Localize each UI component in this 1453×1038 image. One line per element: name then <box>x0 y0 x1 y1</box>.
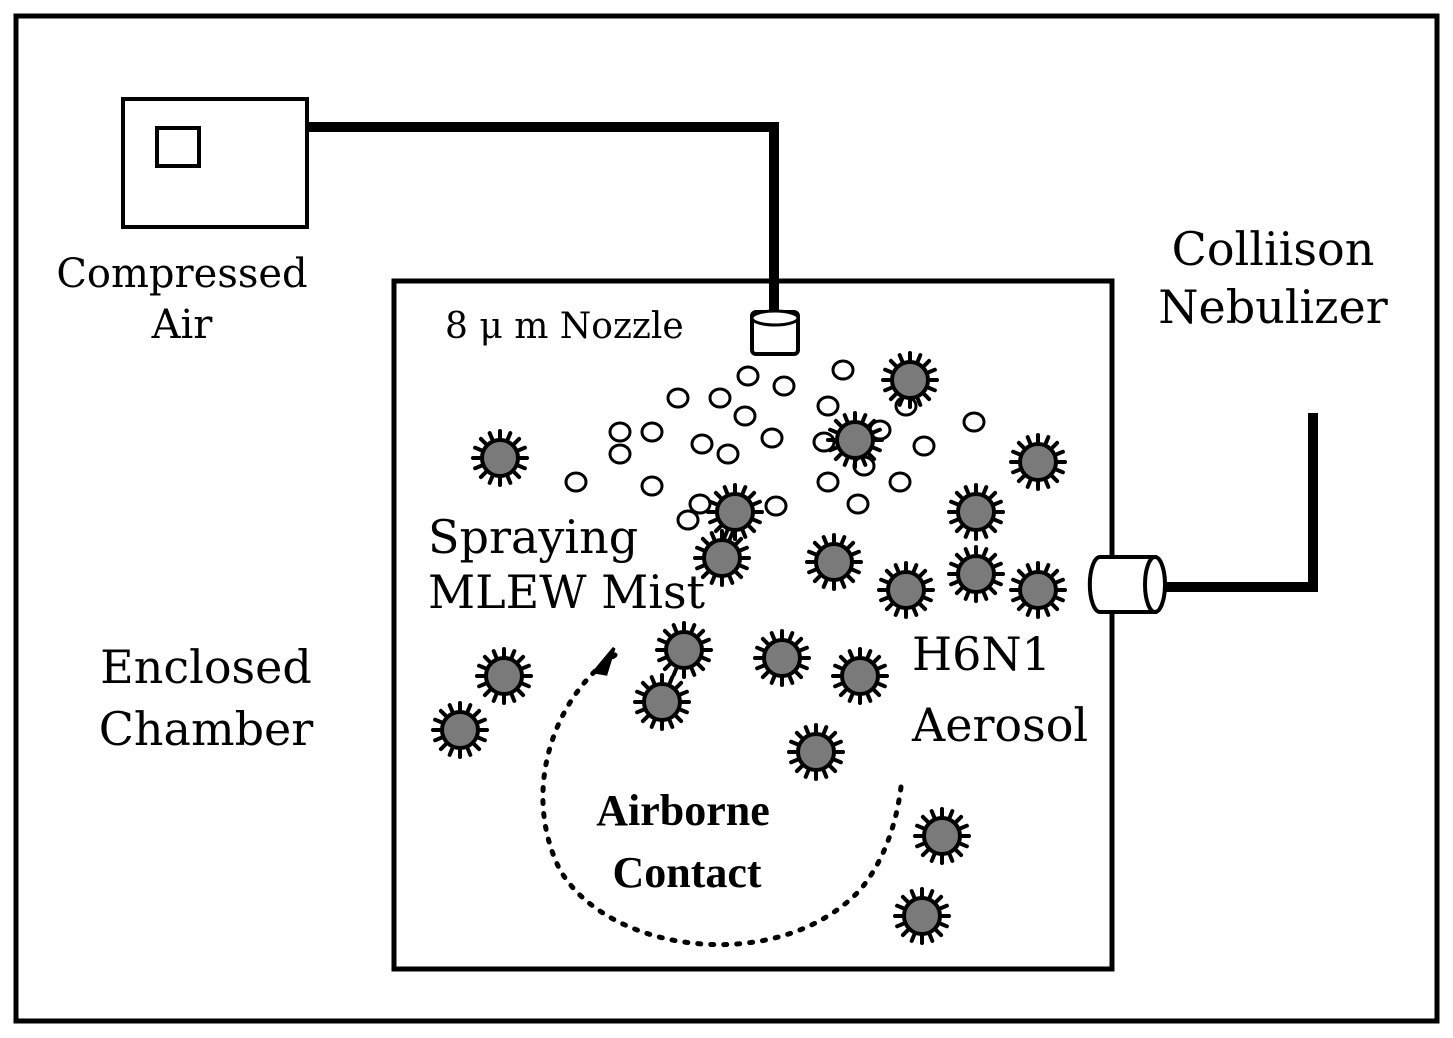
mist-droplet-icon <box>888 471 912 493</box>
nebulizer-label-line2: Nebulizer <box>1158 280 1387 334</box>
mist-label: Spraying <box>428 510 638 564</box>
mist-droplet-icon <box>962 411 986 433</box>
mist-droplet-icon <box>733 405 757 427</box>
nebulizer-pipe <box>1160 413 1318 592</box>
mist-droplet-icon <box>608 443 632 465</box>
mist-droplet-icon <box>676 509 700 531</box>
virus-particle-icon <box>877 561 935 619</box>
mist-droplet-icon <box>716 443 740 465</box>
chamber-label-line2: Chamber <box>99 702 314 756</box>
mist-droplet-icon <box>666 387 690 409</box>
virus-particle-icon <box>826 411 884 469</box>
mist-droplet-icon <box>846 493 870 515</box>
virus-particle-icon <box>471 429 529 487</box>
airborne-contact-label: Airborne <box>596 786 770 835</box>
virus-particle-icon <box>1009 433 1067 491</box>
virus-particle-icon <box>913 807 971 865</box>
mist-droplets <box>564 359 986 531</box>
nebulizer-label: Colliison <box>1172 222 1375 276</box>
mist-droplet-icon <box>831 359 855 381</box>
virus-particle-icon <box>633 673 691 731</box>
nozzle-icon <box>750 309 800 356</box>
aerosol-label-line2: Aerosol <box>911 698 1088 752</box>
virus-particle-icon <box>893 887 951 945</box>
airborne-contact-label-line2: Contact <box>612 848 761 897</box>
virus-particles <box>431 351 1067 945</box>
virus-particle-icon <box>881 351 939 409</box>
mist-droplet-icon <box>816 471 840 493</box>
compressor-icon <box>121 97 309 229</box>
mist-droplet-icon <box>608 421 632 443</box>
mist-droplet-icon <box>772 375 796 397</box>
virus-particle-icon <box>1009 561 1067 619</box>
mist-droplet-icon <box>690 433 714 455</box>
mist-droplet-icon <box>816 395 840 417</box>
mist-droplet-icon <box>736 365 760 387</box>
outer-chamber-frame <box>13 13 1440 1024</box>
virus-particle-icon <box>805 533 863 591</box>
mist-droplet-icon <box>640 421 664 443</box>
inner-test-chamber <box>391 278 1115 972</box>
air-pipe <box>307 122 779 310</box>
virus-particle-icon <box>431 701 489 759</box>
mist-droplet-icon <box>764 495 788 517</box>
mist-droplet-icon <box>912 435 936 457</box>
compressed-air-label: Compressed <box>56 251 307 297</box>
circular-arrow-icon <box>540 647 905 948</box>
virus-particle-icon <box>831 647 889 705</box>
aerosol-label: H6N1 <box>912 627 1051 681</box>
mist-droplet-icon <box>640 475 664 497</box>
mist-droplet-icon <box>688 493 712 515</box>
virus-particle-icon <box>947 545 1005 603</box>
nebulizer-icon <box>1087 555 1167 614</box>
virus-particle-icon <box>475 647 533 705</box>
virus-particle-icon <box>947 483 1005 541</box>
virus-particle-icon <box>753 629 811 687</box>
mist-droplet-icon <box>564 471 588 493</box>
virus-particle-icon <box>787 723 845 781</box>
mist-label-line2: MLEW Mist <box>428 565 706 619</box>
nozzle-label: 8 μ m Nozzle <box>445 306 684 347</box>
virus-particle-icon <box>693 529 751 587</box>
chamber-label: Enclosed <box>100 640 312 694</box>
compressed-air-label-line2: Air <box>151 302 214 348</box>
virus-particle-icon <box>706 483 764 541</box>
virus-particle-icon <box>655 621 713 679</box>
mist-droplet-icon <box>760 427 784 449</box>
mist-droplet-icon <box>708 387 732 409</box>
